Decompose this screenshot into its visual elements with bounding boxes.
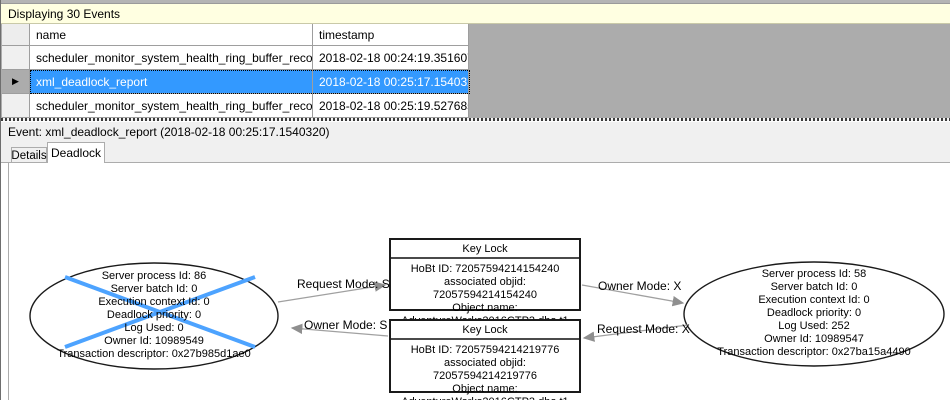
resource-attr: Object name: AdventureWorks2016CTP3.dbo.…: [401, 383, 568, 400]
resource-title: Key Lock: [391, 240, 579, 259]
resource-attr: HoBt ID: 72057594214219776: [410, 344, 560, 356]
events-count-label: Displaying 30 Events: [8, 6, 121, 21]
tab-page-border: [8, 163, 9, 400]
event-name-cell[interactable]: scheduler_monitor_system_health_ring_buf…: [30, 94, 313, 118]
edge-request-x: [582, 324, 689, 342]
event-timestamp-cell[interactable]: 2018-02-18 00:25:17.1540320: [313, 70, 469, 94]
process-node-ellipse[interactable]: [683, 261, 945, 367]
process-attr: Owner Id: 10989549: [104, 335, 204, 347]
process-attr: Execution context Id: 0: [98, 296, 210, 308]
event-timestamp-cell[interactable]: 2018-02-18 00:24:19.3516078: [313, 46, 469, 70]
pane-splitter[interactable]: [1, 118, 950, 121]
deadlock-graph-pane: Server process Id: 86 Server batch Id: 0…: [1, 163, 950, 400]
process-attr: Execution context Id: 0: [758, 294, 870, 306]
event-detail-bar: Event: xml_deadlock_report (2018-02-18 0…: [1, 121, 950, 141]
grid-header-row: name timestamp: [2, 24, 469, 46]
process-attr: Deadlock priority: 0: [106, 309, 202, 321]
process-attr: Transaction descriptor: 0x27b985d1ae0: [57, 348, 251, 360]
deadlock-graph-canvas: [29, 261, 945, 370]
edge-owner-s: [290, 323, 389, 337]
resource-attr: associated objid: 72057594214154240: [432, 276, 537, 301]
events-count-bar: Displaying 30 Events: [1, 4, 950, 24]
resource-attr: HoBt ID: 72057594214154240: [410, 263, 560, 275]
event-row-selected[interactable]: ▶ xml_deadlock_report 2018-02-18 00:25:1…: [2, 70, 469, 94]
resource-attr: associated objid: 72057594214219776: [432, 357, 537, 382]
event-row[interactable]: scheduler_monitor_system_health_ring_buf…: [2, 94, 469, 118]
resource-node-keylock-bottom[interactable]: Key Lock HoBt ID: 72057594214219776 asso…: [389, 319, 581, 400]
process-attr: Owner Id: 10989547: [764, 333, 864, 345]
edge-label-owner-mode-x: Owner Mode: X: [598, 279, 682, 293]
edge-request-s: [277, 281, 387, 303]
edge-label-owner-mode-s: Owner Mode: S: [304, 318, 388, 332]
process-attr: Server process Id: 86: [101, 270, 207, 282]
process-attr: Log Used: 0: [124, 322, 184, 334]
event-row[interactable]: scheduler_monitor_system_health_ring_buf…: [2, 46, 469, 70]
row-selector-current[interactable]: ▶: [2, 70, 30, 94]
event-name-cell[interactable]: xml_deadlock_report: [30, 70, 313, 94]
event-timestamp-cell[interactable]: 2018-02-18 00:25:19.5276859: [313, 94, 469, 118]
process-attr: Transaction descriptor: 0x27ba15a4490: [717, 346, 911, 358]
event-name-cell[interactable]: scheduler_monitor_system_health_ring_buf…: [30, 46, 313, 70]
column-header-timestamp[interactable]: timestamp: [313, 24, 469, 46]
process-attr: Log Used: 252: [778, 320, 850, 332]
events-grid: name timestamp scheduler_monitor_system_…: [1, 24, 950, 118]
event-detail-label: Event: xml_deadlock_report (2018-02-18 0…: [8, 124, 330, 139]
resource-attrs: HoBt ID: 72057594214219776 associated ob…: [391, 340, 579, 400]
column-header-name[interactable]: name: [30, 24, 313, 46]
process-attr: Server process Id: 58: [761, 268, 867, 280]
edge-label-request-mode-x: Request Mode: X: [597, 322, 690, 336]
row-selector[interactable]: [2, 46, 30, 70]
edge-label-request-mode-s: Request Mode: S: [297, 277, 390, 291]
process-attr: Deadlock priority: 0: [766, 307, 862, 319]
grid-corner-cell[interactable]: [2, 24, 30, 46]
process-node-text: Server process Id: 58 Server batch Id: 0…: [694, 268, 934, 359]
row-selector[interactable]: [2, 94, 30, 118]
resource-title: Key Lock: [391, 321, 579, 340]
current-row-arrow-icon: ▶: [12, 76, 19, 86]
process-node-victim-text: Server process Id: 86 Server batch Id: 0…: [39, 270, 269, 361]
detail-tabstrip: Details Deadlock: [1, 141, 950, 163]
process-attr: Server batch Id: 0: [110, 283, 198, 295]
process-attr: Server batch Id: 0: [770, 281, 858, 293]
resource-node-keylock-top[interactable]: Key Lock HoBt ID: 72057594214154240 asso…: [389, 238, 581, 340]
top-strip: [1, 0, 950, 4]
tab-details[interactable]: Details: [11, 147, 47, 163]
edge-owner-x: [581, 284, 685, 307]
victim-cross-icon: [64, 275, 256, 349]
tab-deadlock[interactable]: Deadlock: [47, 142, 105, 163]
